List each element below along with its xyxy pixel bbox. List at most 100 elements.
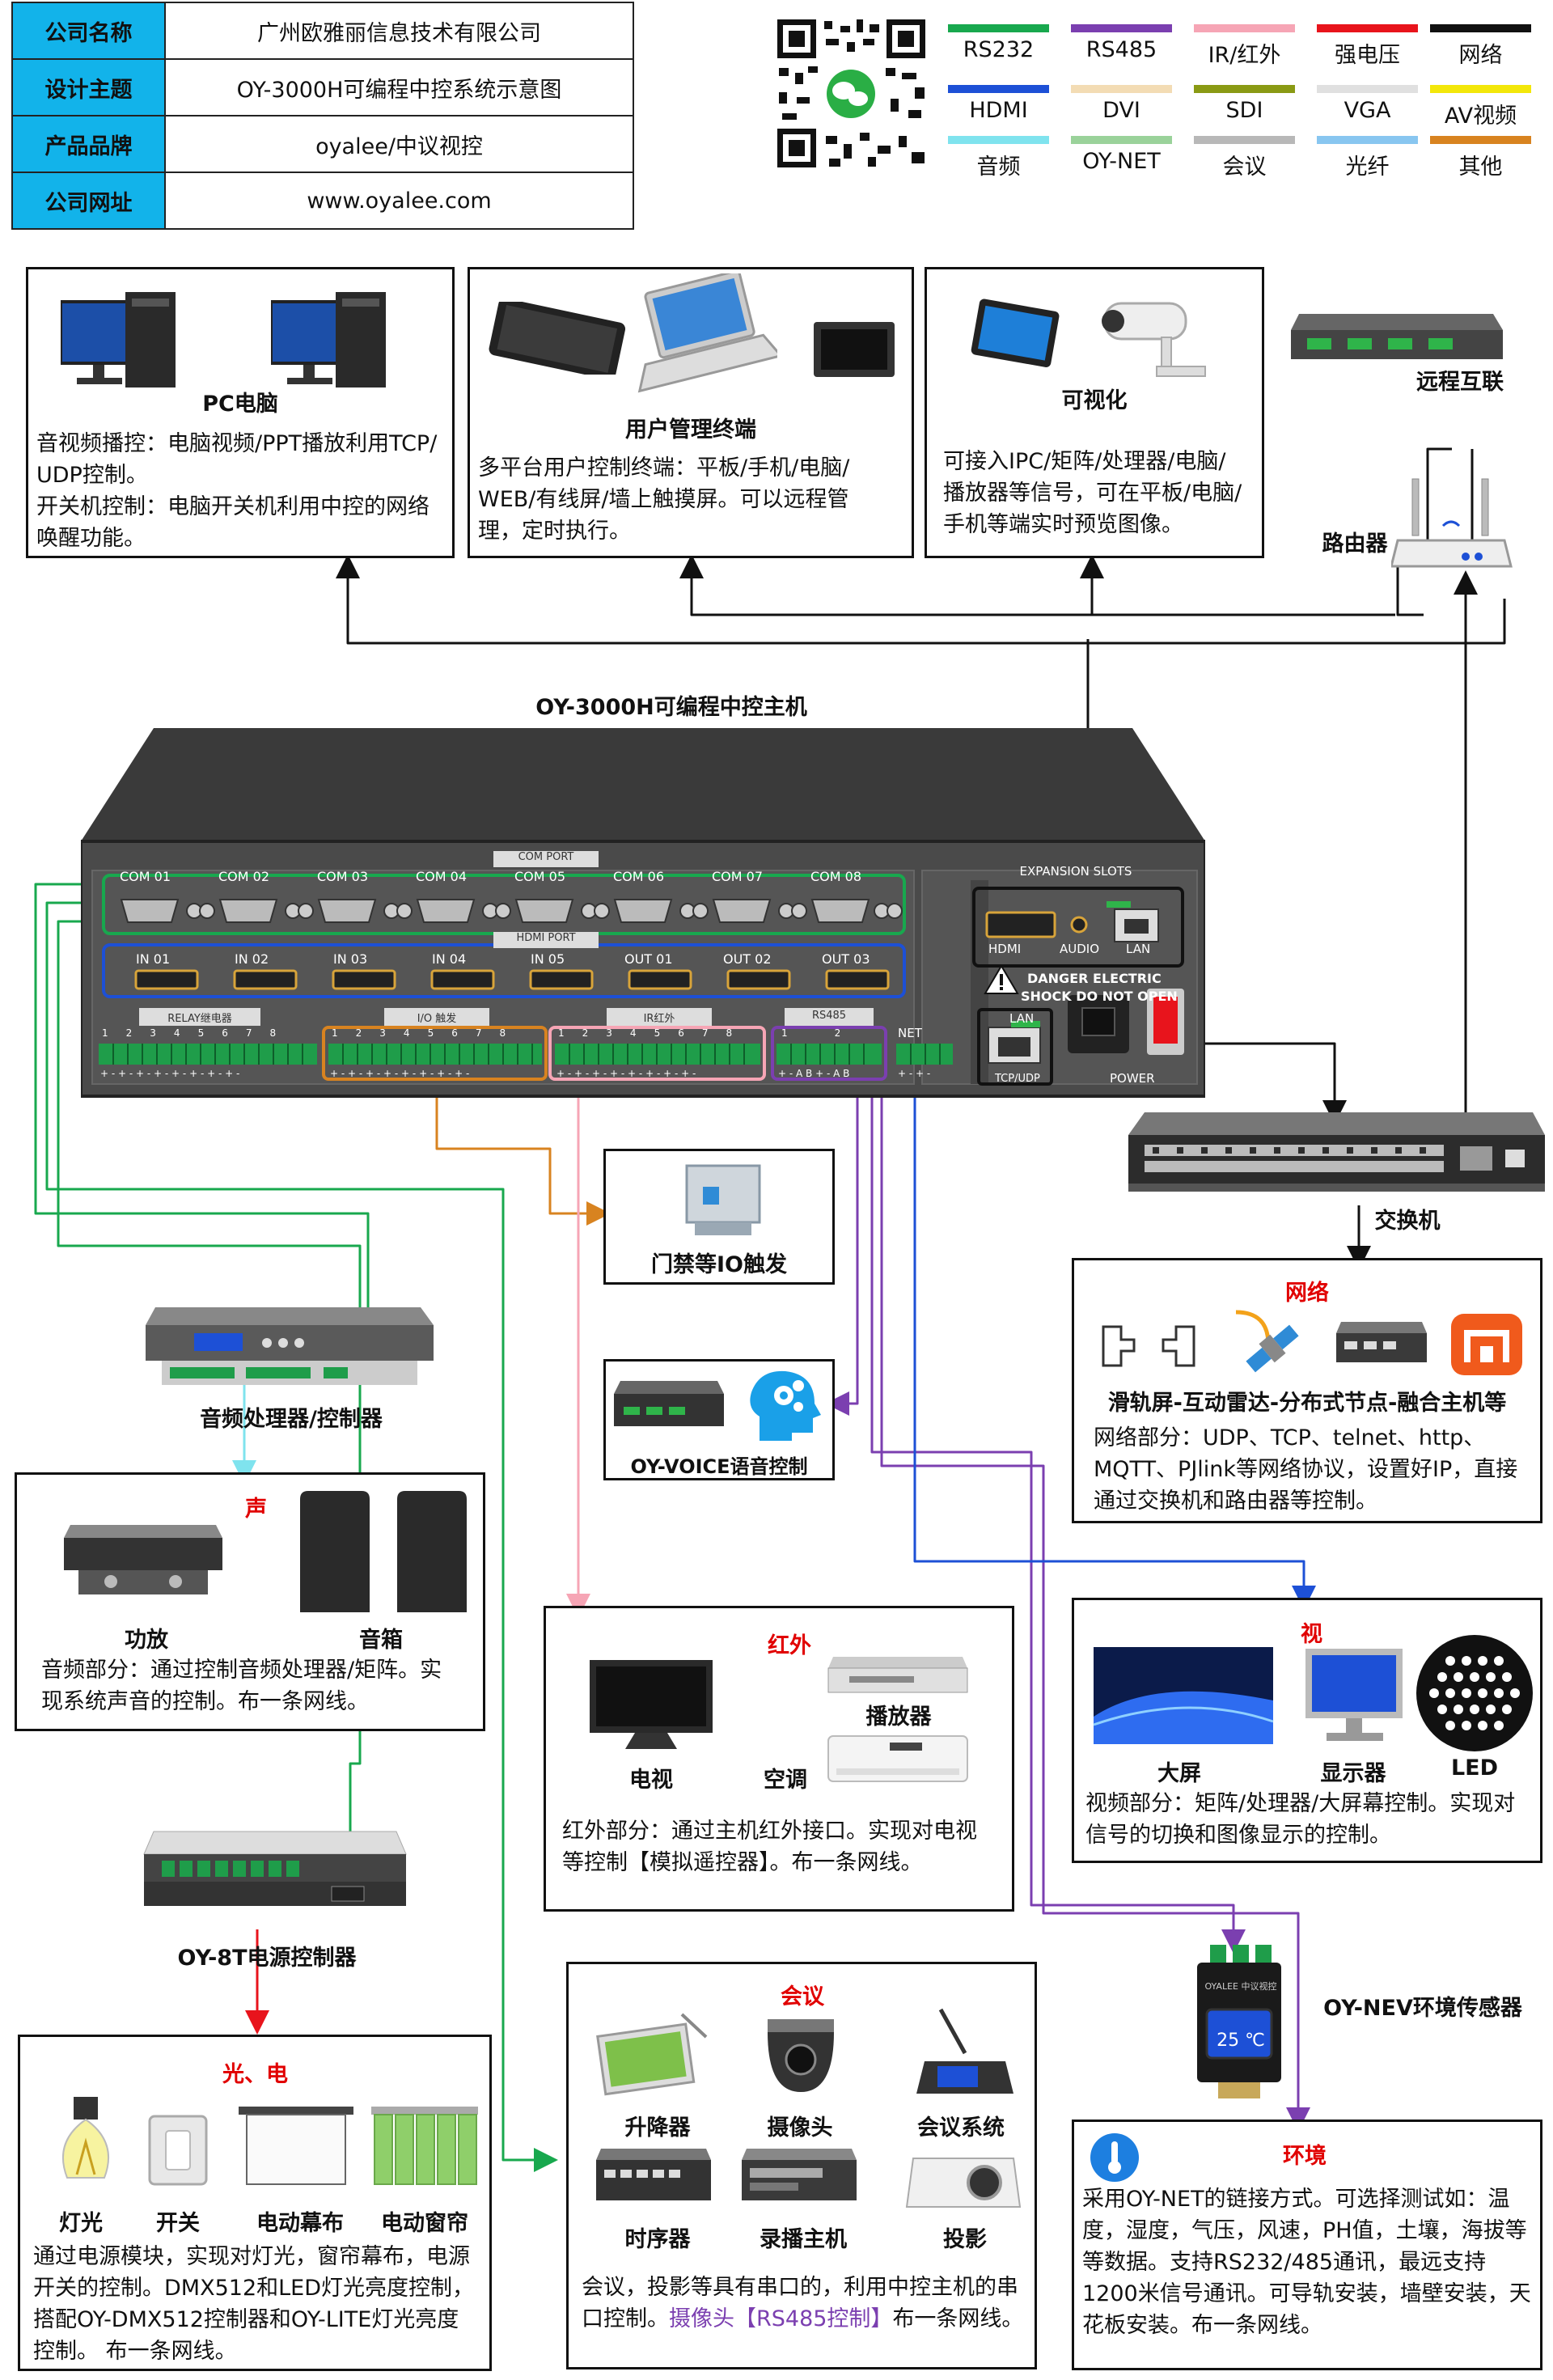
- com-label: COM 02: [218, 869, 270, 884]
- legend-label: 网络: [1458, 43, 1503, 68]
- ir-number: 12345678: [558, 1027, 751, 1039]
- dome-camera-icon: [768, 2019, 834, 2092]
- legend-label: IR/红外: [1208, 43, 1281, 68]
- led-panel-icon: [1416, 1635, 1533, 1751]
- curtain-icon: [371, 2107, 478, 2185]
- pc-computer-icon: [271, 292, 386, 387]
- legend-swatch: [1430, 136, 1531, 144]
- legend-swatch: [1430, 24, 1531, 32]
- meeting-box: 会议 升降器 摄像头 会议系统 时序器 录播主机 投影 会议，投影等具有串口的，…: [566, 1962, 1037, 2369]
- expansion-audio-label: AUDIO: [1060, 942, 1100, 956]
- light-box: 光、电 灯光 开关 电动幕布 电动窗帘 通过电源模块，实现对灯光，窗帘幕布，电源…: [18, 2035, 492, 2371]
- hdmi-label: IN 02: [235, 951, 269, 967]
- power-controller-icon: [143, 1831, 407, 1906]
- ac-label: 空调: [764, 1768, 807, 1793]
- ir-heading: IR红外: [643, 1013, 675, 1025]
- net-polarity: + - + -: [898, 1068, 931, 1079]
- terminal-description: 多平台用户控制终端：平板/手机/电脑/WEB/有线屏/墙上触摸屏。可以远程管理，…: [478, 455, 850, 544]
- pc-computer-icon: [61, 292, 176, 387]
- player-label: 播放器: [865, 1705, 932, 1730]
- monitor-icon: [1305, 1649, 1403, 1741]
- host-title: OY-3000H可编程中控主机: [535, 695, 807, 720]
- sound-description: 音频部分：通过控制音频处理器/矩阵。实现系统声音的控制。布一条网线。: [41, 1658, 442, 1714]
- io-polarity: + - + - + - + - + - + - + - + -: [330, 1068, 470, 1079]
- rs485-number: 12: [781, 1027, 888, 1039]
- pc-description: 音视频播控：电脑视频/PPT播放利用TCP/UDP控制。开关机控制：电脑开关机利…: [36, 431, 438, 551]
- sound-box: 声 功放 音箱 音频部分：通过控制音频处理器/矩阵。实现系统声音的控制。布一条网…: [15, 1472, 485, 1731]
- laptop-icon: [637, 273, 777, 393]
- legend-swatch: [1071, 85, 1172, 93]
- expansion-hdmi-label: HDMI: [988, 942, 1022, 956]
- projector-icon: [905, 2158, 1022, 2208]
- projection-screen-icon: [239, 2107, 353, 2185]
- environment-title: 环境: [1283, 2144, 1327, 2169]
- ir-title: 红外: [768, 1633, 811, 1658]
- audio-processor-icon: [146, 1307, 434, 1385]
- sound-title: 声: [245, 1497, 267, 1522]
- info-key: 公司网址: [11, 172, 166, 230]
- remote-label: 远程互联: [1416, 370, 1504, 395]
- fusion-host-logo-icon: [1451, 1314, 1522, 1375]
- light-title: 光、电: [222, 2062, 288, 2087]
- expansion-lan-label: LAN: [1126, 942, 1151, 956]
- network-subtitle: 滑轨屏-互动雷达-分布式节点-融合主机等: [1107, 1391, 1507, 1416]
- warning-line-2: SHOCK DO NOT OPEN: [1021, 989, 1178, 1004]
- visual-title: 可视化: [1061, 388, 1128, 413]
- terminal-box: 用户管理终端 多平台用户控制终端：平板/手机/电脑/WEB/有线屏/墙上触摸屏。…: [468, 267, 914, 558]
- meeting-item-label: 录播主机: [760, 2227, 847, 2252]
- hdmi-label: IN 04: [432, 951, 467, 967]
- legend-swatch: [948, 85, 1049, 93]
- legend-label: 强电压: [1335, 43, 1400, 68]
- net-heading: NET: [898, 1026, 922, 1040]
- legend-label: 其他: [1458, 155, 1503, 180]
- legend-swatch: [1317, 136, 1418, 144]
- terminal-title: 用户管理终端: [625, 417, 756, 443]
- tv-icon: [590, 1660, 713, 1749]
- info-key: 设计主题: [11, 58, 166, 116]
- meeting-title: 会议: [781, 1984, 824, 2009]
- info-key: 公司名称: [11, 2, 166, 60]
- power-controller-label: OY-8T电源控制器: [177, 1946, 357, 1971]
- legend-swatch: [948, 24, 1049, 32]
- visual-box: 可视化 可接入IPC/矩阵/处理器/电脑/播放器等信号，可在平板/电脑/手机等端…: [925, 267, 1264, 558]
- tablet-icon: [489, 302, 626, 375]
- legend-label: SDI: [1225, 98, 1263, 123]
- com-label: COM 06: [613, 869, 665, 884]
- legend-label: 光纤: [1345, 155, 1390, 180]
- rs485-polarity: + - A B + - A B: [778, 1068, 850, 1079]
- speaker-icon: [300, 1491, 467, 1612]
- voice-box: OY-VOICE语音控制: [603, 1359, 835, 1480]
- legend-swatch: [948, 136, 1049, 144]
- meeting-item-label: 摄像头: [767, 2115, 833, 2141]
- tablet-icon: [971, 299, 1060, 367]
- hdmi-label: IN 05: [531, 951, 565, 967]
- relay-polarity: + - + - + - + - + - + - + - + -: [100, 1068, 240, 1079]
- video-description: 视频部分：矩阵/处理器/大屏幕控制。实现对信号的切换和图像显示的控制。: [1085, 1791, 1516, 1848]
- door-io-box: 门禁等IO触发: [603, 1149, 835, 1285]
- meeting-item-label: 会议系统: [917, 2115, 1005, 2141]
- legend-swatch: [1317, 24, 1418, 32]
- legend-label: HDMI: [969, 98, 1028, 123]
- legend-swatch: [1071, 136, 1172, 144]
- ir-box: 红外 电视 播放器 空调 红外部分：通过主机红外接口。实现对电视等控制【模拟遥控…: [544, 1606, 1014, 1912]
- amplifier-icon: [64, 1525, 222, 1594]
- com-label: COM 04: [416, 869, 468, 884]
- io-number: 12345678: [332, 1027, 524, 1039]
- com-label: COM 07: [712, 869, 764, 884]
- com-label: COM 08: [810, 869, 862, 884]
- distributed-node-icon: [1336, 1322, 1427, 1362]
- warning-line-1: DANGER ELECTRIC: [1027, 971, 1162, 986]
- lan-label: LAN: [1009, 1011, 1035, 1026]
- io-heading: I/O 触发: [417, 1013, 457, 1025]
- voice-module-icon: [614, 1381, 724, 1426]
- rs485-heading: RS485: [811, 1010, 847, 1022]
- camera-rs485-note: 摄像头【RS485控制】: [669, 2306, 893, 2331]
- sensor-label: OY-NEV环境传感器: [1323, 1996, 1522, 2021]
- info-key: 产品品牌: [11, 115, 166, 173]
- monitor-label: 显示器: [1320, 1761, 1386, 1786]
- expansion-heading: EXPANSION SLOTS: [1019, 864, 1132, 879]
- hdmi-label: IN 01: [136, 951, 171, 967]
- environment-description: 采用OY-NET的链接方式。可选择测试如：温度，湿度，气压，风速，PH值，土壤，…: [1082, 2187, 1531, 2338]
